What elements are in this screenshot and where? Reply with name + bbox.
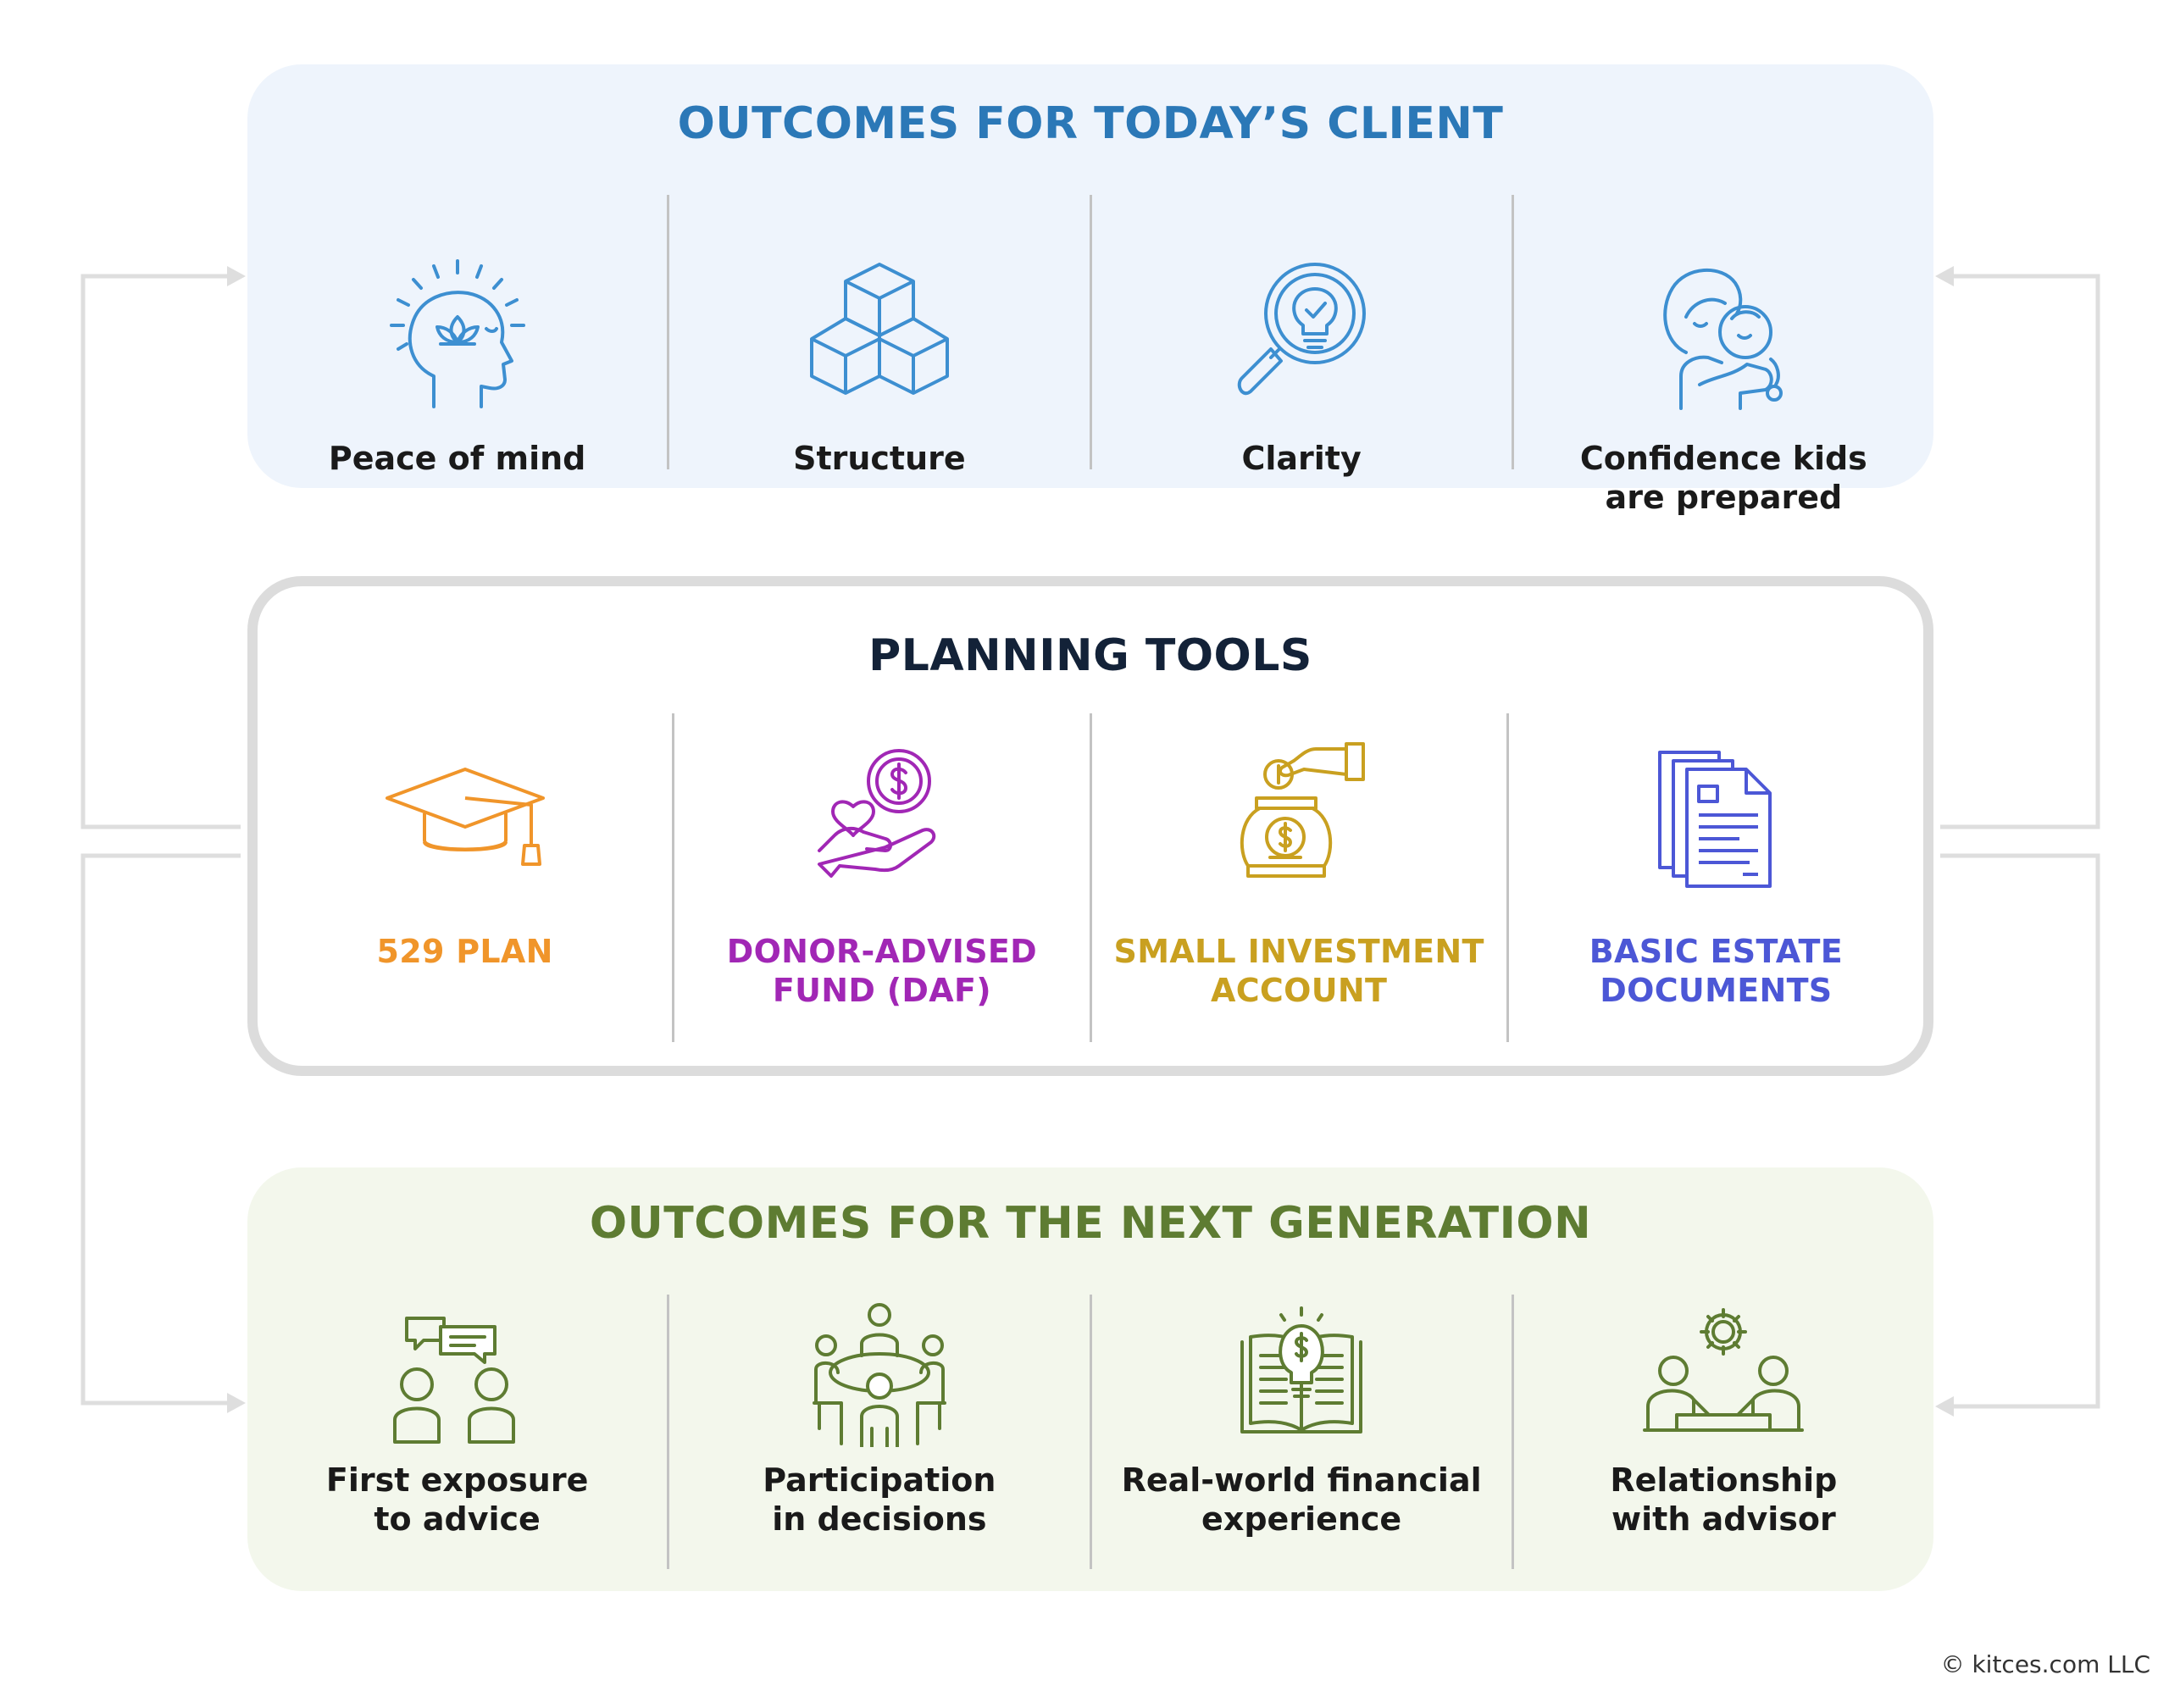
next-gen-item: Real-world financial experience <box>1089 1295 1512 1569</box>
mindful-head-icon <box>381 258 534 410</box>
planning-tools-title: PLANNING TOOLS <box>868 630 1312 681</box>
graduation-cap-icon <box>380 764 550 866</box>
arrowhead-right-lower <box>1935 1396 1954 1417</box>
connector-left-upper <box>80 274 241 829</box>
connector-left-lower <box>80 853 241 1406</box>
next-generation-list: First exposure to advice <box>247 1295 1933 1633</box>
planning-tool-label: BASIC ESTATE DOCUMENTS <box>1589 933 1843 1009</box>
planning-tool-label: DONOR-ADVISED FUND (DAF) <box>726 933 1037 1009</box>
advisor-meeting-icon <box>1643 1306 1805 1434</box>
planning-tools-list: 529 PLAN DONOR-ADVISED FUND (DAF) <box>258 713 1923 1052</box>
next-generation-title: OUTCOMES FOR THE NEXT GENERATION <box>589 1198 1592 1249</box>
copyright-notice: © kitces.com LLC <box>1940 1650 2150 1678</box>
arrowhead-left-lower <box>227 1393 246 1413</box>
stacked-cubes-icon <box>803 258 956 410</box>
client-outcome-label: Structure <box>793 440 966 477</box>
client-outcomes-panel: OUTCOMES FOR TODAY’S CLIENT Peace <box>247 64 1933 516</box>
hand-heart-coin-icon <box>814 744 950 879</box>
client-outcome-item: Confidence kids are prepared <box>1511 195 1933 516</box>
client-outcomes-list: Peace of mind Structure <box>247 195 1933 534</box>
documents-icon <box>1656 749 1775 888</box>
client-outcome-label: Confidence kids are prepared <box>1579 440 1867 516</box>
client-outcome-label: Clarity <box>1241 440 1362 477</box>
next-gen-label: Participation in decisions <box>763 1461 996 1538</box>
next-generation-panel: OUTCOMES FOR THE NEXT GENERATION First e… <box>247 1167 1933 1591</box>
next-gen-item: First exposure to advice <box>247 1295 667 1569</box>
connector-right-upper <box>1940 274 2100 829</box>
planning-tool-item: DONOR-ADVISED FUND (DAF) <box>672 713 1089 1042</box>
arrowhead-left-upper <box>227 266 246 286</box>
next-gen-label: First exposure to advice <box>325 1461 589 1538</box>
next-gen-label: Relationship with advisor <box>1610 1461 1838 1538</box>
arrowhead-right-upper <box>1935 266 1954 286</box>
client-outcome-item: Peace of mind <box>247 195 667 477</box>
planning-tools-panel: PLANNING TOOLS 529 PLAN <box>247 576 1933 1076</box>
parent-child-hug-icon <box>1647 258 1800 410</box>
next-gen-item: Relationship with advisor <box>1511 1295 1933 1569</box>
planning-tool-item: BASIC ESTATE DOCUMENTS <box>1506 713 1923 1042</box>
connector-right-lower <box>1940 853 2100 1409</box>
conversation-people-icon <box>390 1312 525 1447</box>
client-outcome-item: Structure <box>667 195 1089 477</box>
planning-tool-item: 529 PLAN <box>258 713 672 1042</box>
planning-tool-item: SMALL INVESTMENT ACCOUNT <box>1089 713 1506 1042</box>
client-outcome-item: Clarity <box>1089 195 1512 477</box>
book-lightbulb-icon <box>1234 1303 1369 1442</box>
meeting-table-icon <box>807 1301 951 1447</box>
next-gen-item: Participation in decisions <box>667 1295 1089 1569</box>
client-outcome-label: Peace of mind <box>328 440 586 477</box>
magnifier-lightbulb-icon <box>1225 258 1378 410</box>
client-outcomes-title: OUTCOMES FOR TODAY’S CLIENT <box>677 98 1504 149</box>
coin-jar-icon <box>1231 739 1367 883</box>
next-gen-label: Real-world financial experience <box>1121 1461 1482 1538</box>
planning-tool-label: SMALL INVESTMENT ACCOUNT <box>1113 933 1484 1009</box>
planning-tool-label: 529 PLAN <box>376 933 553 970</box>
